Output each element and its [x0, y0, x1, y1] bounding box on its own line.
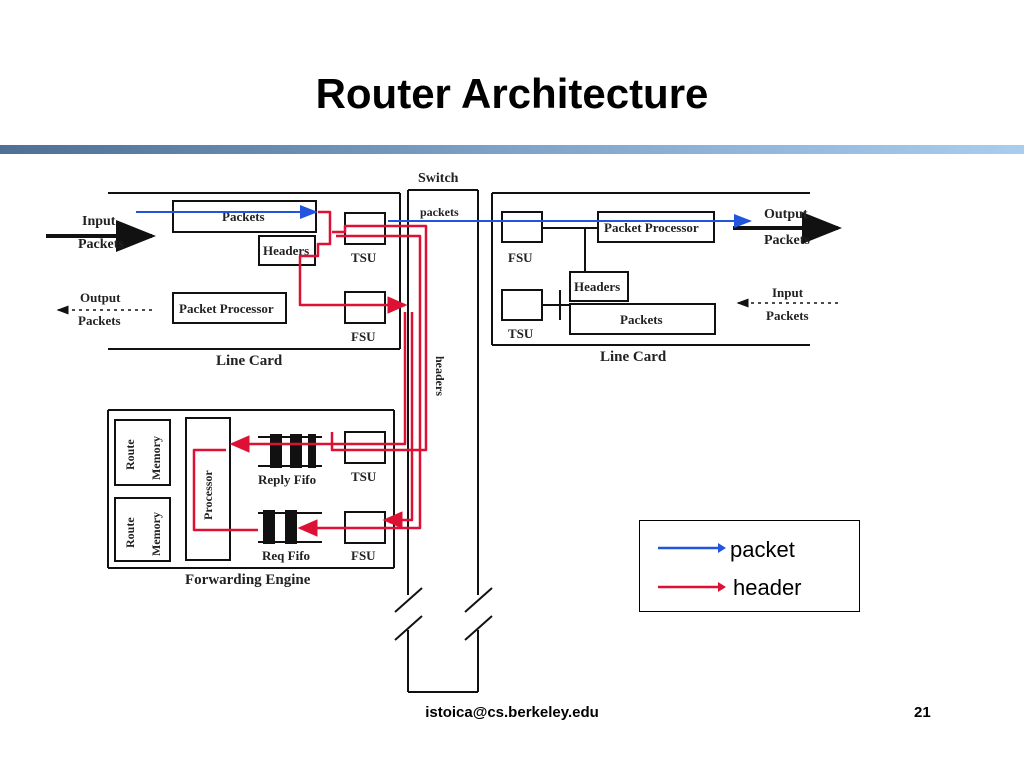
right-line-card-label: Line Card — [600, 349, 667, 365]
packet-flow-paths — [136, 205, 752, 228]
switch-column — [394, 189, 493, 693]
processor-label: Processor — [201, 470, 215, 520]
right-output-packets-label: Packets — [764, 233, 810, 248]
switch-label: Switch — [418, 171, 459, 186]
left-output-label: Output — [80, 290, 121, 305]
route-memory-1-label: Route — [123, 439, 137, 470]
fe-fsu-label: FSU — [351, 548, 376, 563]
title-divider-bar — [0, 145, 1024, 154]
left-headers-box: Headers — [263, 243, 309, 258]
page-number: 21 — [914, 704, 931, 721]
right-input-label: Input — [772, 285, 804, 300]
right-headers-box: Headers — [574, 279, 620, 294]
route-memory-2-sub: Memory — [149, 512, 163, 556]
fe-tsu-label: TSU — [351, 469, 377, 484]
legend-item-packet: packet — [640, 537, 861, 562]
packet-arrow-icon — [658, 543, 726, 553]
switch-headers-label: headers — [433, 356, 447, 396]
footer-email: istoica@cs.berkeley.edu — [425, 704, 599, 721]
left-input-label: Input — [82, 214, 116, 229]
legend-packet-label: packet — [730, 537, 795, 562]
slide-title: Router Architecture — [315, 70, 709, 117]
forwarding-engine: Route Memory Route Memory Processor Repl… — [107, 409, 395, 588]
req-fifo-label: Req Fifo — [262, 548, 310, 563]
switch-packets-label: packets — [420, 205, 459, 219]
left-line-card-label: Line Card — [216, 353, 283, 369]
left-output-packets-label: Packets — [78, 313, 121, 328]
route-memory-2-label: Route — [123, 517, 137, 548]
right-output-label: Output — [764, 207, 808, 222]
reply-fifo-label: Reply Fifo — [258, 472, 316, 487]
right-input-packets-label: Packets — [766, 308, 809, 323]
right-tsu-label: TSU — [508, 326, 534, 341]
header-arrow-icon — [658, 582, 726, 592]
left-input-packets-label: Packets — [78, 237, 124, 252]
forwarding-engine-label: Forwarding Engine — [185, 572, 311, 588]
legend-header-label: header — [733, 575, 802, 600]
left-tsu-label: TSU — [351, 250, 377, 265]
header-flow-paths — [192, 210, 428, 537]
right-packet-processor-box: Packet Processor — [604, 220, 699, 235]
route-memory-1-sub: Memory — [149, 436, 163, 480]
left-line-card: Input Packets Output Packets Packets Hea… — [46, 192, 401, 369]
right-fsu-label: FSU — [508, 250, 533, 265]
right-line-card: Output Packets Input Packets Packet Proc… — [491, 192, 842, 365]
legend-box: packet header — [639, 520, 860, 612]
right-packets-box: Packets — [620, 312, 663, 327]
legend-item-header: header — [640, 575, 861, 600]
left-fsu-label: FSU — [351, 329, 376, 344]
left-packet-processor-box: Packet Processor — [179, 301, 274, 316]
